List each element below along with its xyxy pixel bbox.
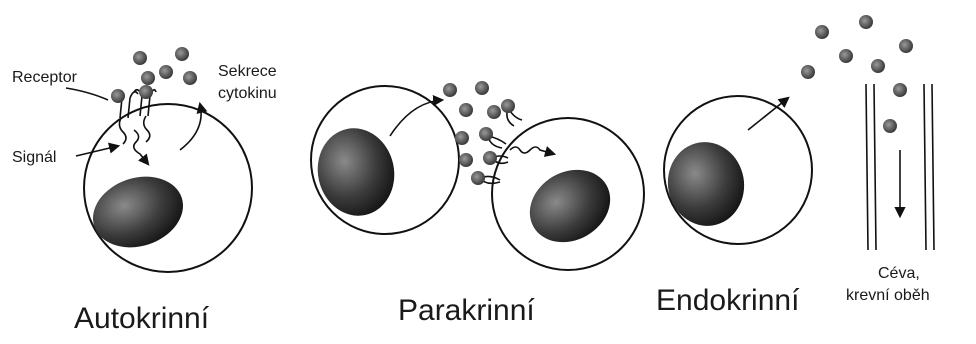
cytokine-molecule — [815, 25, 829, 39]
endocrine-nucleus — [661, 136, 750, 232]
cytokine-molecule — [859, 15, 873, 29]
autocrine-panel: Receptor Signál Sekrece cytokinu Autokri… — [12, 47, 277, 335]
cytokine-molecule — [459, 153, 473, 167]
vessel-wall-right — [924, 84, 934, 250]
cytokine-molecule — [883, 119, 897, 133]
receptor-pointer-line — [66, 88, 108, 100]
autocrine-title: Autokrinní — [74, 302, 210, 335]
autocrine-signal-path — [134, 130, 148, 164]
cytokine-molecule — [899, 39, 913, 53]
cytokine-molecule — [801, 65, 815, 79]
paracrine-receptor-1 — [501, 99, 522, 126]
vessel-label-line2: krevní oběh — [846, 287, 930, 304]
autocrine-secretion-arrow — [180, 104, 201, 150]
secretion-label-line2: cytokinu — [218, 85, 277, 102]
cytokine-molecule — [871, 59, 885, 73]
signal-label: Signál — [12, 149, 56, 166]
paracrine-panel: Parakrinní — [310, 81, 644, 327]
cytokine-molecule — [459, 103, 473, 117]
endocrine-title: Endokrinní — [656, 284, 800, 317]
secretion-label-line1: Sekrece — [218, 63, 277, 80]
signal-pointer-line — [76, 146, 118, 156]
paracrine-title: Parakrinní — [398, 294, 535, 327]
paracrine-source-nucleus — [310, 121, 403, 223]
cytokine-molecule — [443, 83, 457, 97]
paracrine-signal-path — [510, 147, 554, 154]
cytokine-molecule — [487, 105, 501, 119]
endocrine-panel: Céva, krevní oběh Endokrinní — [656, 15, 934, 317]
cytokine-molecule — [455, 131, 469, 145]
cytokine-molecule — [133, 51, 147, 65]
autocrine-nucleus — [84, 165, 193, 258]
cytokine-molecule — [159, 65, 173, 79]
cytokine-molecule — [839, 49, 853, 63]
receptor-label: Receptor — [12, 69, 78, 86]
cytokine-molecule — [175, 47, 189, 61]
paracrine-receptor-2 — [479, 127, 506, 148]
autocrine-bound-cytokine-2 — [139, 85, 153, 99]
cytokine-molecule — [893, 83, 907, 97]
cytokine-molecule — [475, 81, 489, 95]
autocrine-bound-cytokine-1 — [111, 89, 125, 103]
paracrine-target-nucleus — [517, 156, 624, 257]
cytokine-molecule — [183, 71, 197, 85]
vessel-wall-left — [866, 84, 876, 250]
vessel-label-line1: Céva, — [878, 265, 920, 282]
cytokine-molecule — [141, 71, 155, 85]
